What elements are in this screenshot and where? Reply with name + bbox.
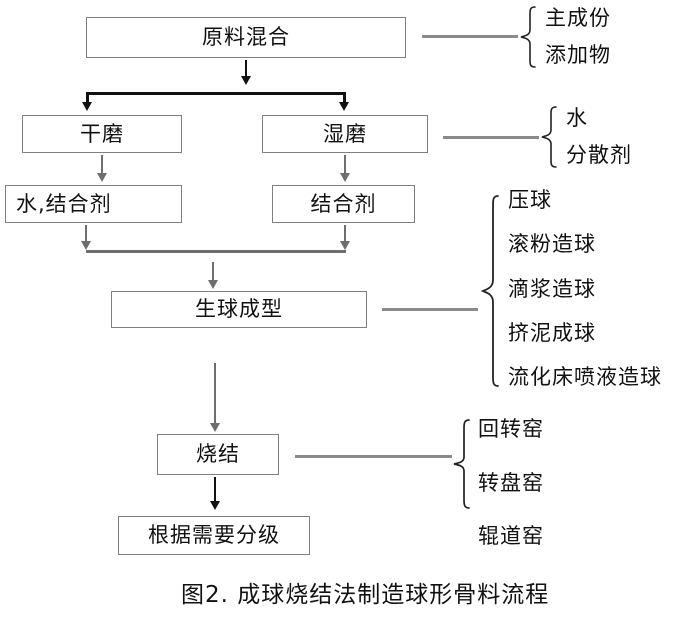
node-binder[interactable]: 结合剂 <box>272 185 415 223</box>
figure-caption: 图2. 成球烧结法制造球形骨料流程 <box>181 582 550 608</box>
brace-kiln <box>452 419 472 509</box>
node-dry-milling[interactable]: 干磨 <box>22 115 182 153</box>
split-left-arrowhead <box>82 102 92 111</box>
split-left-line <box>86 92 89 104</box>
brace-milling <box>540 106 558 168</box>
arrow-merge-to-pellet-head <box>208 280 218 289</box>
split-bar-milling <box>86 92 346 95</box>
arrow-sintering-to-grading-head <box>210 501 220 510</box>
brace-labels-pelletizing: 压球 滚粉造球 滴浆造球 挤泥成球 流化床喷液造球 <box>508 190 698 388</box>
node-wet-milling[interactable]: 湿磨 <box>262 115 428 153</box>
annotation-item: 挤泥成球 <box>508 320 596 345</box>
annotation-item: 滴浆造球 <box>508 276 596 301</box>
arrow-sintering-to-grading-line <box>214 477 216 503</box>
annotation-item: 水 <box>566 106 588 130</box>
node-water-binder[interactable]: 水,结合剂 <box>5 185 182 223</box>
arrow-mixing-down-head <box>241 76 251 85</box>
connector-mixing-to-brace <box>422 35 518 38</box>
annotation-item: 添加物 <box>545 43 611 67</box>
brace-labels-mixing: 主成份 添加物 <box>545 8 675 66</box>
annotation-item: 流化床喷液造球 <box>508 365 662 389</box>
arrow-mixing-down-line <box>245 60 247 78</box>
annotation-item: 分散剂 <box>566 143 632 167</box>
arrow-dry-mill-down-head <box>97 173 107 182</box>
arrow-wet-mill-down-line <box>344 155 346 175</box>
arrow-dry-mill-down-line <box>101 155 103 175</box>
merge-right-line <box>344 225 346 242</box>
annotation-item: 转盘窑 <box>478 470 544 495</box>
arrow-merge-to-pellet-line <box>212 262 214 282</box>
node-sintering[interactable]: 烧结 <box>157 434 279 475</box>
merge-left-arrowhead <box>81 241 91 250</box>
annotation-item: 主成份 <box>545 6 611 30</box>
arrow-pellet-to-sintering-line <box>214 363 216 425</box>
arrow-wet-mill-down-head <box>340 173 350 182</box>
connector-pellet-to-brace <box>382 308 478 311</box>
split-right-line <box>343 92 346 104</box>
node-raw-material-mixing[interactable]: 原料混合 <box>86 17 406 58</box>
merge-right-arrowhead <box>340 241 350 250</box>
brace-labels-milling: 水 分散剂 <box>566 108 696 166</box>
merge-left-line <box>85 225 87 242</box>
annotation-item: 滚粉造球 <box>508 232 596 257</box>
brace-labels-kiln: 回转窑 转盘窑 辊道窑 <box>478 419 618 547</box>
merge-bar-green-pellet <box>86 250 346 253</box>
node-green-pellet-forming[interactable]: 生球成型 <box>111 291 367 328</box>
split-right-arrowhead <box>339 102 349 111</box>
annotation-item: 回转窑 <box>478 417 544 441</box>
annotation-item: 压球 <box>508 188 552 212</box>
annotation-item: 辊道窑 <box>478 524 544 548</box>
arrow-pellet-to-sintering-head <box>210 423 220 432</box>
brace-pelletizing <box>481 195 501 387</box>
brace-mixing <box>519 6 537 68</box>
connector-milling-to-brace <box>443 136 539 139</box>
connector-sintering-to-brace <box>295 455 452 458</box>
node-grading-as-required[interactable]: 根据需要分级 <box>118 516 310 555</box>
